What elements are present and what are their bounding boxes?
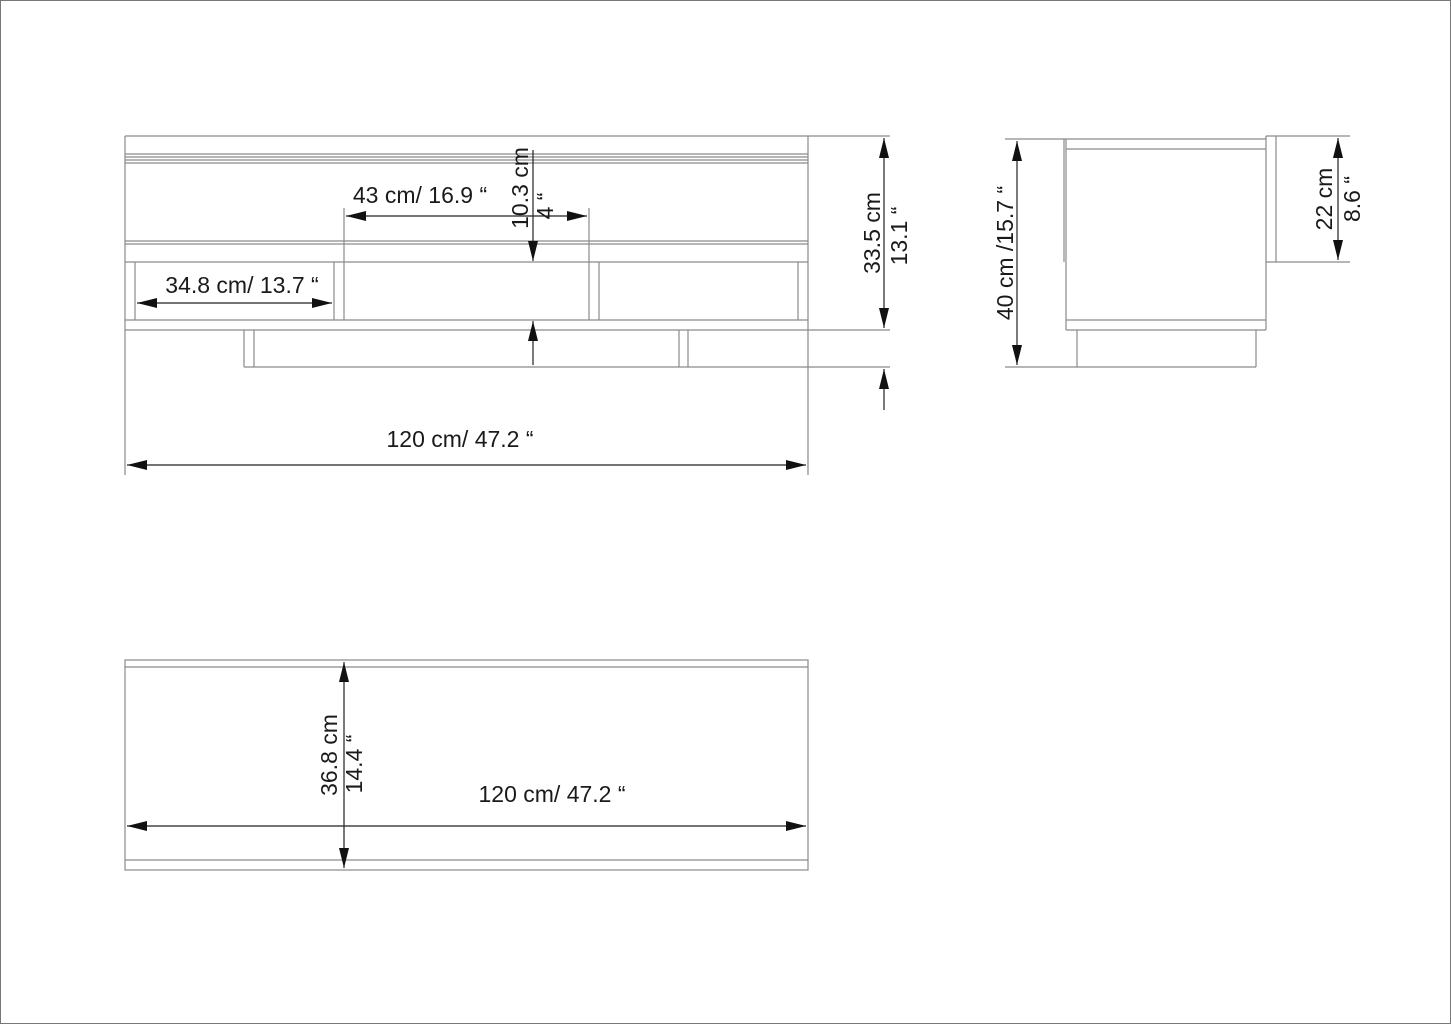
compartment-height-cm-label: 10.3 cm: [507, 147, 533, 229]
height-cm-label: 33.5 cm: [859, 192, 885, 274]
top-view: 36.8 cm 14.4 “ 120 cm/ 47.2 “: [124, 659, 809, 871]
side-height-label: 40 cm /15.7 “: [992, 186, 1018, 320]
drawer-height-cm-label: 22 cm: [1311, 168, 1337, 231]
depth-in-label: 14.4 “: [341, 735, 367, 794]
side-compartment-label: 34.8 cm/ 13.7 “: [165, 272, 318, 298]
side-view: 40 cm /15.7 “ 22 cm 8.6 “: [992, 135, 1365, 368]
width-label: 120 cm/ 47.2 “: [386, 426, 533, 452]
compartment-height-in-label: 4 “: [532, 193, 558, 220]
depth-cm-label: 36.8 cm: [316, 714, 342, 796]
front-view: 33.5 cm 13.1 “ 43 cm/ 16.9 “ 10.3 cm 4 “…: [124, 135, 912, 475]
drawer-height-in-label: 8.6 “: [1339, 176, 1365, 222]
height-in-label: 13.1 “: [886, 207, 912, 266]
top-width-label: 120 cm/ 47.2 “: [478, 781, 625, 807]
compartment-width-label: 43 cm/ 16.9 “: [353, 182, 487, 208]
